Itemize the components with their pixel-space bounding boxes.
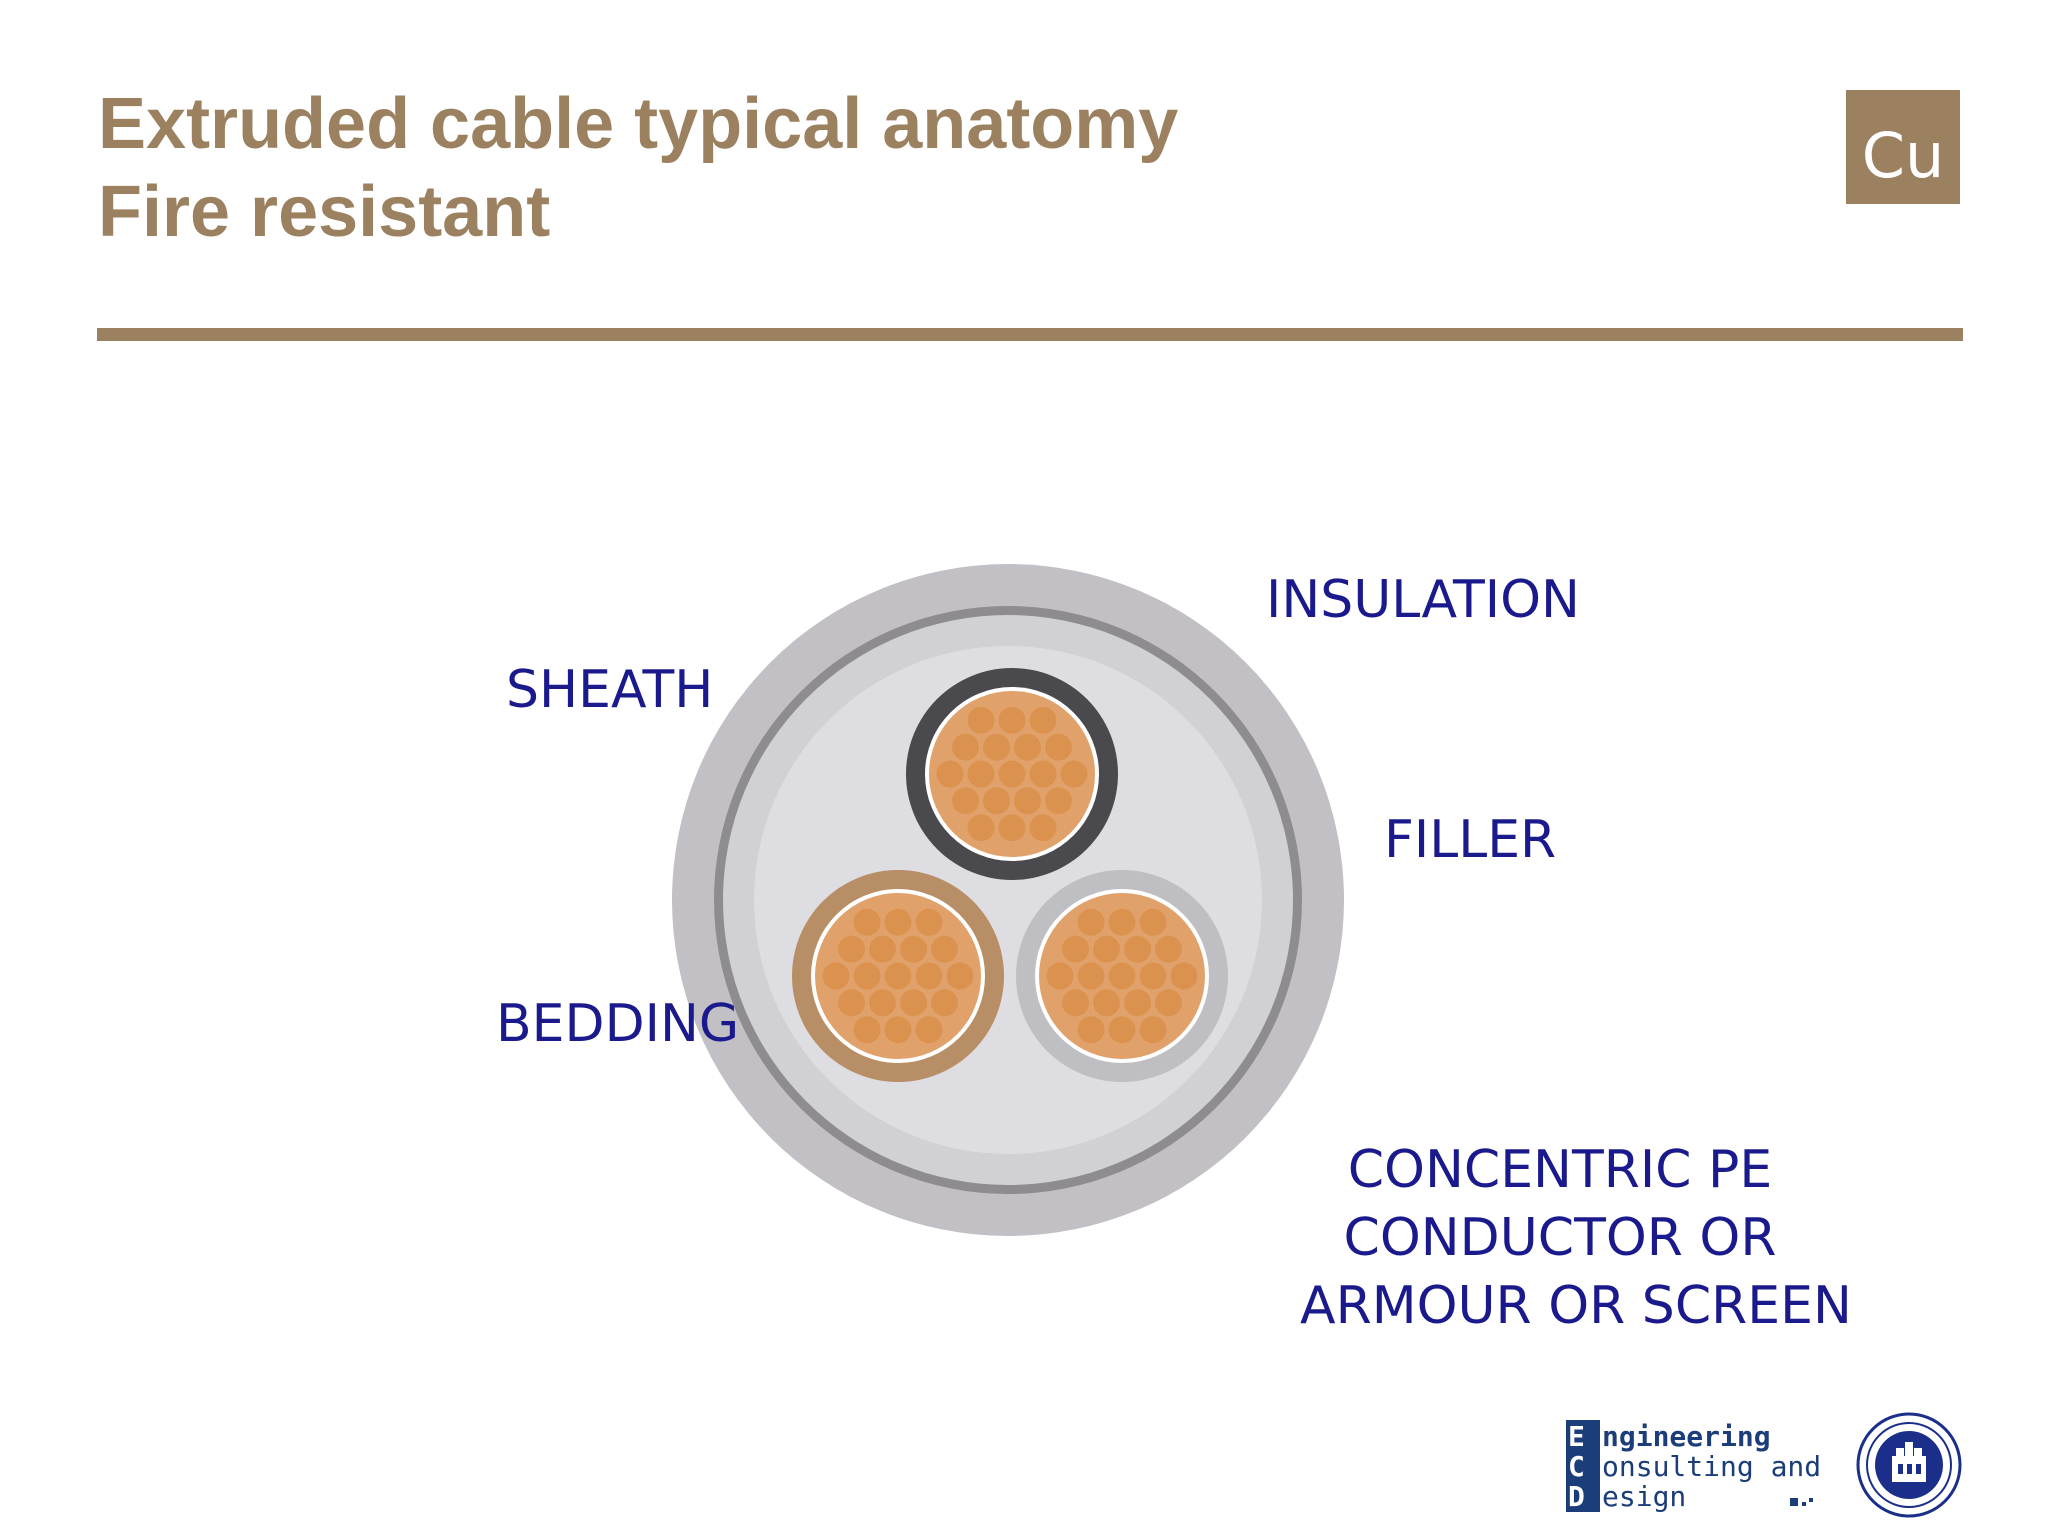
cu-logo: Cu [1846, 90, 1960, 204]
conductor-strand [1093, 935, 1120, 963]
conductor-strand [900, 935, 927, 963]
label-filler: FILLER [1384, 810, 1557, 870]
conductor-strand [952, 733, 979, 761]
conductor-strand [838, 935, 865, 963]
conductor-strand [1124, 989, 1151, 1017]
conductor-strand [967, 760, 995, 788]
university-seal-icon [1856, 1412, 1962, 1518]
ecd-initial-d: D [1568, 1480, 1585, 1513]
conductor-strand [869, 935, 896, 963]
conductor-strand [998, 706, 1026, 734]
conductor-strand [1139, 962, 1167, 990]
conductor-strand [1139, 1016, 1167, 1044]
core-grey [1016, 870, 1228, 1082]
conductor-strand [1077, 1016, 1105, 1044]
ecd-initial-c: C [1568, 1450, 1585, 1483]
conductor-strand [900, 989, 927, 1017]
conductor-strand [884, 1016, 912, 1044]
ecd-logo-bar [1566, 1420, 1600, 1512]
conductor-strand [952, 787, 979, 815]
conductor-strand [1139, 908, 1167, 936]
conductor-strand [884, 908, 912, 936]
conductor-strand [1124, 935, 1151, 963]
title-line-2: Fire resistant [98, 172, 551, 252]
ecd-word-engineering: ngineering [1602, 1420, 1771, 1453]
header-divider [97, 328, 1963, 341]
conductor-strand [936, 760, 964, 788]
conductor-strand [822, 962, 850, 990]
conductor-strand [1108, 1016, 1136, 1044]
conductor-strand [1029, 814, 1057, 842]
conductor-strand [915, 908, 943, 936]
conductor-strand [1029, 760, 1057, 788]
ecd-word-consulting: onsulting and [1602, 1450, 1822, 1483]
conductor-strand [1077, 908, 1105, 936]
title-line-1: Extruded cable typical anatomy [98, 84, 1179, 164]
conductor-strand [869, 989, 896, 1017]
conductor-strand [998, 760, 1026, 788]
conductor-strand [853, 908, 881, 936]
conductor-strand [1077, 962, 1105, 990]
conductor-strand [1029, 706, 1057, 734]
conductor-strand [884, 962, 912, 990]
conductor-strand [1045, 733, 1072, 761]
conductor-strand [967, 814, 995, 842]
ecd-initial-e: E [1568, 1420, 1585, 1453]
conductor-strand [931, 989, 958, 1017]
conductor-strand [1170, 962, 1198, 990]
conductor-strand [1108, 962, 1136, 990]
conductor-strand [1155, 935, 1182, 963]
label-bedding: BEDDING [496, 994, 740, 1054]
conductor-strand [931, 935, 958, 963]
conductor-strand [853, 962, 881, 990]
conductor-strand [998, 814, 1026, 842]
conductor-strand [1108, 908, 1136, 936]
page-title: Extruded cable typical anatomy Fire resi… [98, 80, 1178, 256]
label-concentric-conductor: CONCENTRIC PE CONDUCTOR OR ARMOUR OR SCR… [1300, 1136, 1852, 1340]
core-grey-strands [1046, 908, 1198, 1044]
cable-cross-section [672, 564, 1344, 1236]
conductor-strand [915, 962, 943, 990]
core-black [906, 668, 1118, 880]
conductor-strand [1045, 787, 1072, 815]
label-sheath: SHEATH [506, 660, 714, 720]
conductor-strand [1060, 760, 1088, 788]
label-concentric-line-3: ARMOUR OR SCREEN [1300, 1276, 1852, 1336]
conductor-strand [1093, 989, 1120, 1017]
conductor-strand [983, 733, 1010, 761]
core-brown-strands [822, 908, 974, 1044]
conductor-strand [1062, 989, 1089, 1017]
ecd-word-design: esign [1602, 1480, 1687, 1513]
conductor-strand [946, 962, 974, 990]
conductor-strand [1155, 989, 1182, 1017]
label-concentric-line-1: CONCENTRIC PE [1347, 1140, 1773, 1200]
conductor-strand [1046, 962, 1074, 990]
conductor-strand [838, 989, 865, 1017]
conductor-strand [853, 1016, 881, 1044]
label-concentric-line-2: CONDUCTOR OR [1343, 1208, 1777, 1268]
core-brown [792, 870, 1004, 1082]
conductor-strand [1062, 935, 1089, 963]
conductor-strand [983, 787, 1010, 815]
conductor-strand [967, 706, 995, 734]
conductor-strand [915, 1016, 943, 1044]
ecd-dots-icon [1790, 1498, 1813, 1506]
conductor-strand [1014, 733, 1041, 761]
conductor-strand [1014, 787, 1041, 815]
core-black-strands [936, 706, 1088, 842]
label-insulation: INSULATION [1266, 570, 1580, 630]
